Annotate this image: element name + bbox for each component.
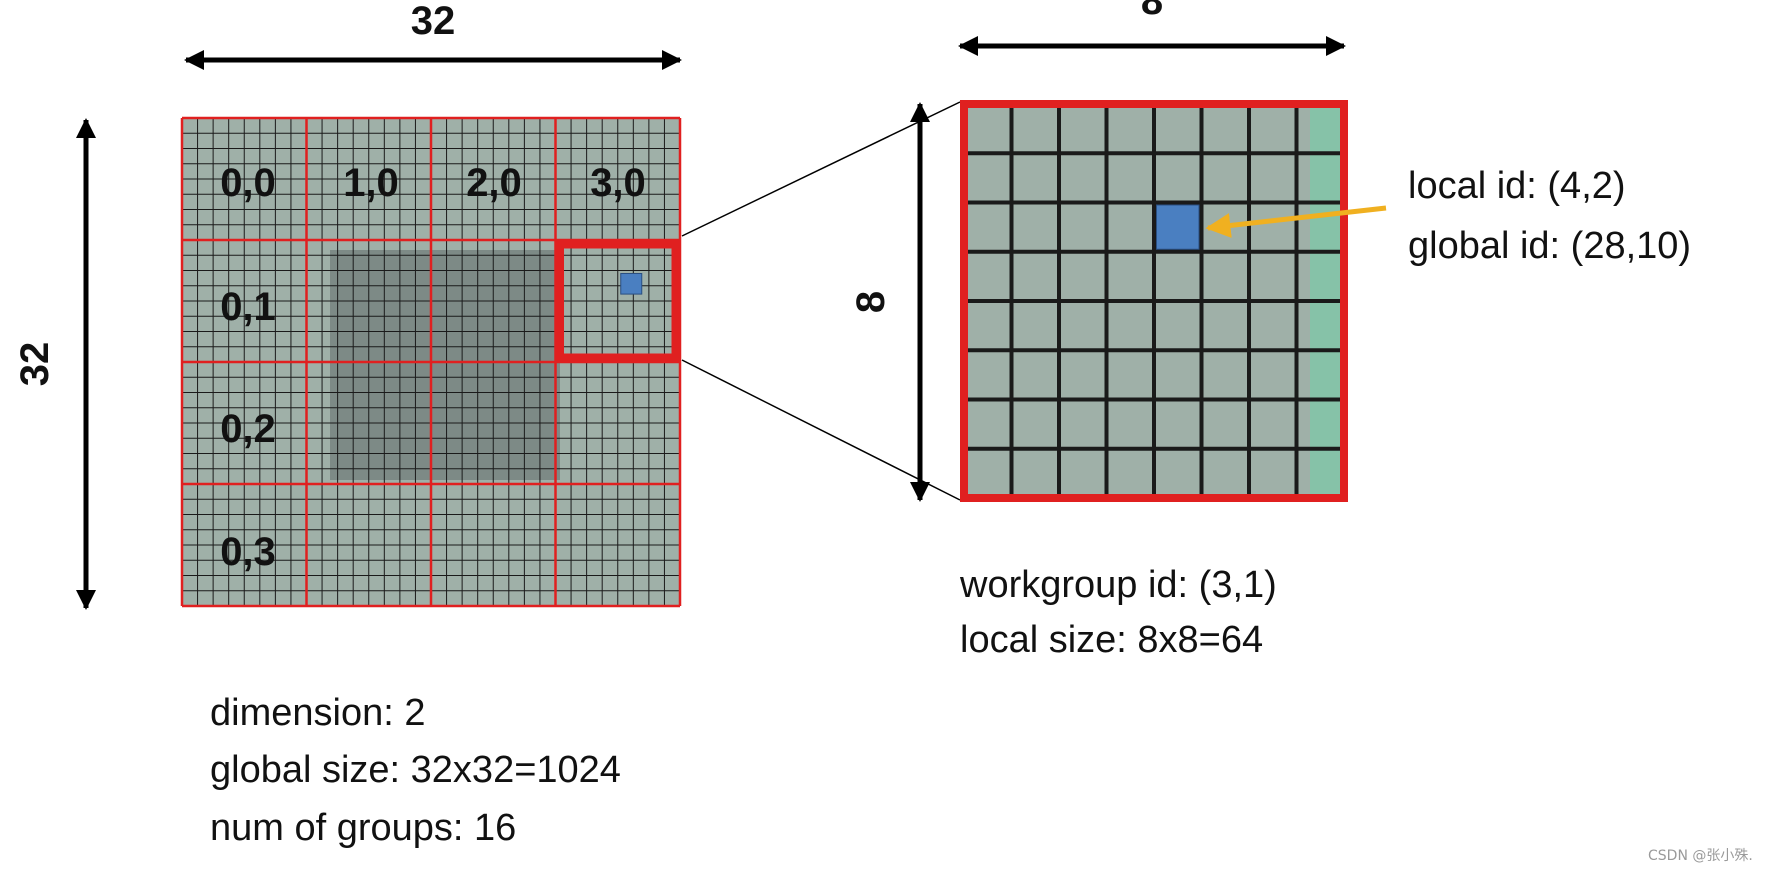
global-id-text: global id: (28,10) bbox=[1408, 225, 1691, 267]
group-label-2-0: 2,0 bbox=[466, 161, 522, 205]
global-size-text: global size: 32x32=1024 bbox=[210, 749, 621, 791]
dimension-text: dimension: 2 bbox=[210, 692, 425, 734]
workgroup-width-dimension: 8 bbox=[958, 0, 1346, 56]
highlighted-work-item bbox=[620, 273, 643, 295]
num-groups-text: num of groups: 16 bbox=[210, 807, 516, 849]
global-grid: 0,0 1,0 2,0 3,0 0,1 0,2 0,3 bbox=[180, 116, 682, 608]
group-label-0-0: 0,0 bbox=[220, 161, 276, 205]
group-label-0-1: 0,1 bbox=[220, 285, 276, 329]
global-height-dimension: 32 bbox=[13, 118, 96, 610]
workgroup-id-text: workgroup id: (3,1) bbox=[959, 564, 1277, 606]
local-item-pointer-arrow bbox=[1205, 205, 1387, 238]
workgroup-height-dimension: 8 bbox=[849, 102, 930, 502]
group-label-0-3: 0,3 bbox=[220, 530, 276, 574]
highlighted-workgroup-box bbox=[555, 239, 681, 363]
global-height-label: 32 bbox=[13, 342, 57, 387]
group-label-3-0: 3,0 bbox=[590, 161, 646, 205]
workgroup-cell-lines bbox=[964, 104, 1344, 498]
workgroup-height-label: 8 bbox=[849, 291, 893, 313]
global-width-label: 32 bbox=[411, 0, 456, 43]
highlighted-local-item bbox=[1155, 203, 1201, 251]
workgroup-border bbox=[960, 100, 1348, 502]
local-id-text: local id: (4,2) bbox=[1408, 165, 1626, 207]
group-label-0-2: 0,2 bbox=[220, 407, 276, 451]
group-label-1-0: 1,0 bbox=[343, 161, 399, 205]
workgroup-grid bbox=[960, 100, 1348, 502]
local-size-text: local size: 8x8=64 bbox=[960, 619, 1263, 661]
workgroup-width-label: 8 bbox=[1141, 0, 1163, 23]
watermark-text: CSDN @张小殊. bbox=[1648, 848, 1753, 864]
global-width-dimension: 32 bbox=[184, 0, 682, 70]
chip-shading bbox=[330, 250, 560, 480]
